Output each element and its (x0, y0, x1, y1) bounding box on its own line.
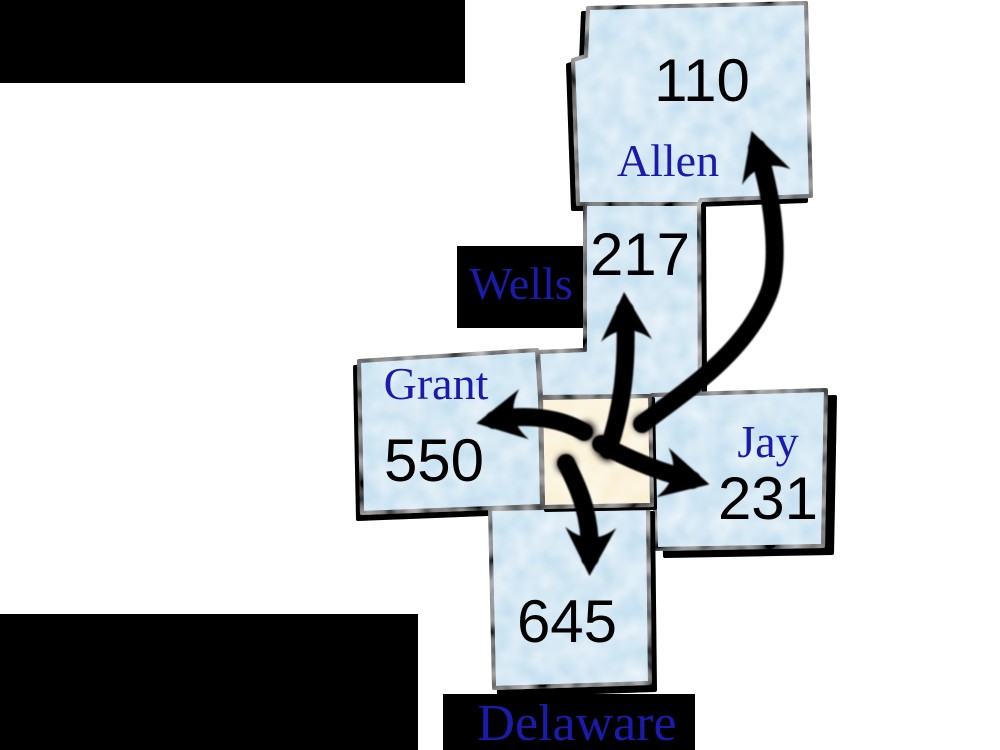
county-jay-label: Jay (737, 416, 798, 467)
county-jay-shape (650, 388, 828, 551)
flow-arrows (476, 130, 791, 576)
flow-arrow-delaware (557, 454, 617, 576)
county-delaware-label: Delaware (477, 695, 676, 750)
top-left-black-band (0, 0, 465, 83)
flow-arrow-jay (592, 435, 710, 498)
county-grant-value: 550 (384, 427, 484, 494)
county-jay-value: 231 (718, 465, 818, 532)
flow-arrow-allen (633, 130, 791, 433)
bottom-left-black-band (0, 614, 418, 750)
county-wells-label: Wells (469, 258, 573, 309)
county-grant-label: Grant (384, 358, 489, 409)
wells-label-backdrop (457, 246, 591, 328)
county-delaware-value: 645 (517, 588, 617, 655)
flow-arrow-grant (476, 389, 593, 441)
delaware-label-backdrop (443, 694, 695, 750)
county-wells-value: 217 (590, 221, 690, 288)
county-allen-value: 110 (654, 47, 750, 114)
county-allen-label: Allen (617, 135, 719, 186)
flow-arrow-wells (599, 292, 653, 459)
